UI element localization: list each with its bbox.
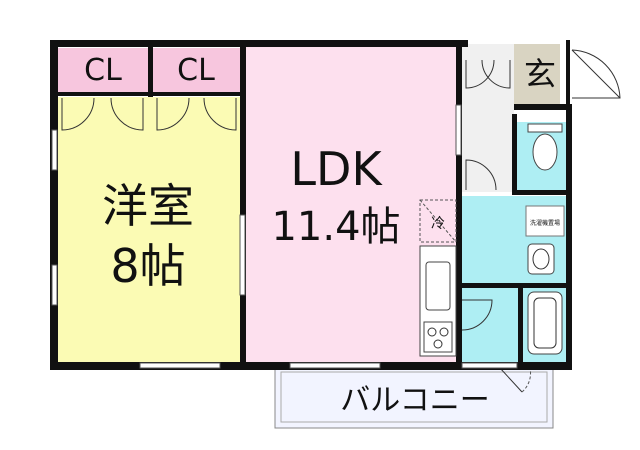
stove-burner — [439, 327, 449, 337]
fridge-label: 冷 — [431, 216, 445, 232]
closet-left-label: CL — [84, 53, 122, 88]
ldk-size: 11.4帖 — [271, 204, 400, 250]
balcony-label: バルコニー — [340, 383, 489, 418]
windows — [51, 104, 518, 369]
balcony-door-swing — [521, 367, 532, 393]
kitchen: 冷 — [419, 199, 457, 357]
western-room-size: 8帖 — [110, 239, 185, 293]
hallway — [462, 44, 514, 192]
wash-basin — [527, 243, 555, 275]
western-room-label: 洋室 — [102, 179, 194, 233]
hallway-doors — [461, 59, 511, 331]
western-room — [58, 97, 240, 362]
toilet-fixture — [527, 123, 563, 171]
entrance-label: 玄 — [524, 55, 556, 93]
kitchen-sink — [425, 261, 451, 311]
closet-left — [58, 48, 148, 93]
entrance-door — [571, 49, 621, 99]
stove-burner — [433, 339, 443, 349]
closet-right-label: CL — [177, 53, 215, 88]
washroom-fixtures: 洗濯機置場 — [525, 205, 565, 275]
balcony: バルコニー — [274, 367, 554, 429]
closet-right — [152, 48, 240, 93]
stove-burner — [427, 327, 437, 337]
entrance — [514, 44, 560, 110]
stove — [423, 321, 453, 353]
closet-doors — [61, 97, 237, 131]
laundry-label: 洗濯機置場 — [530, 219, 560, 227]
balcony-door — [499, 367, 523, 393]
laundry-area — [525, 205, 565, 237]
fridge-space — [419, 199, 457, 243]
ldk-label: LDK — [290, 142, 383, 196]
bathtub — [527, 291, 563, 355]
